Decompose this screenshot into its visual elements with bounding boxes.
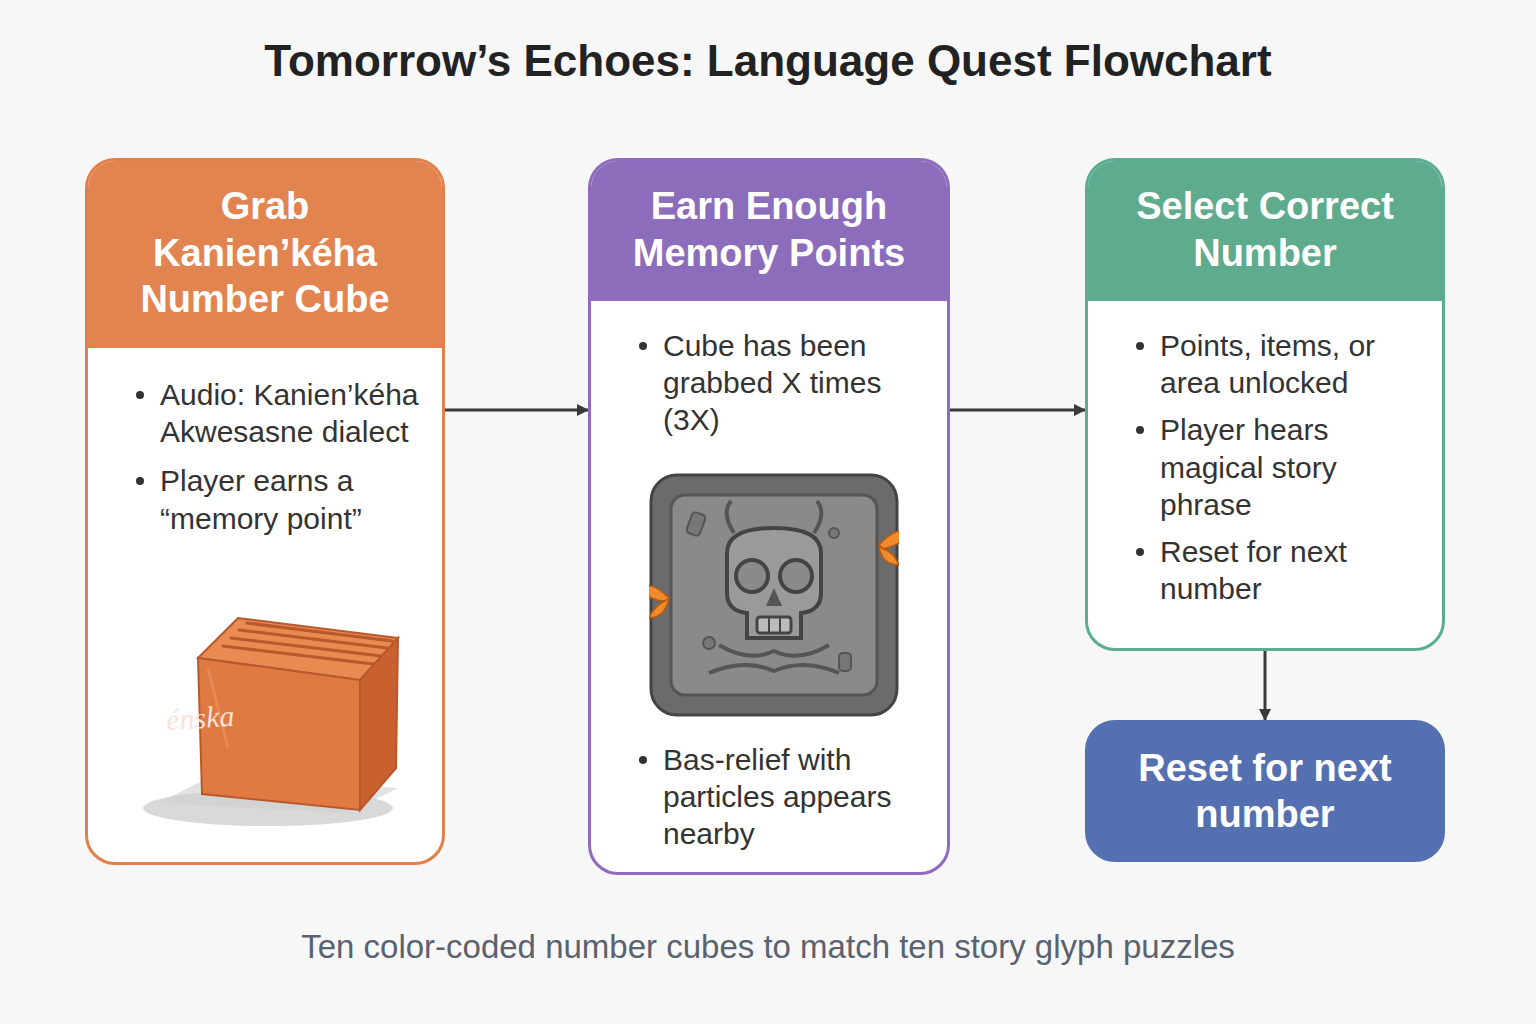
bullet-item: Points, items, or area unlocked	[1088, 327, 1442, 401]
bullet-text: Player earns a “memory point”	[160, 464, 362, 534]
illustration	[649, 473, 899, 722]
flow-arrow	[1264, 651, 1267, 720]
process-box: Grab Kanien’kéha Number CubeAudio: Kanie…	[85, 158, 445, 865]
bullet-dot	[136, 477, 144, 485]
bullet-item: Player hears magical story phrase	[1088, 411, 1442, 523]
bullet-dot	[639, 342, 647, 350]
bullet-item: Audio: Kanien’kéha Akwesasne dialect	[88, 376, 442, 450]
bullet-dot	[1136, 426, 1144, 434]
bullet-item: Reset for next number	[1088, 533, 1442, 607]
diagram-title: Tomorrow’s Echoes: Language Quest Flowch…	[0, 36, 1536, 86]
flow-arrow	[445, 409, 588, 412]
process-box: Earn Enough Memory PointsCube has been g…	[588, 158, 950, 875]
bullet-item: Cube has been grabbed X times (3X)	[591, 327, 947, 439]
bullet-dot	[136, 391, 144, 399]
bullet-text: Audio: Kanien’kéha Akwesasne dialect	[160, 378, 419, 448]
box-heading: Earn Enough Memory Points	[591, 161, 947, 301]
terminal-box: Reset for next number	[1085, 720, 1445, 862]
cube-label: énska	[165, 699, 236, 738]
heading-text: Select Correct Number	[1112, 183, 1418, 276]
heading-text: Earn Enough Memory Points	[615, 183, 923, 276]
bullet-text: Bas-relief with particles appears nearby	[663, 743, 891, 850]
box-body: Audio: Kanien’kéha Akwesasne dialectPlay…	[88, 376, 442, 537]
bullet-text: Cube has been grabbed X times (3X)	[663, 329, 881, 436]
bullet-dot	[1136, 342, 1144, 350]
process-box: Select Correct NumberPoints, items, or a…	[1085, 158, 1445, 651]
diagram-caption: Ten color-coded number cubes to match te…	[0, 928, 1536, 966]
bullet-text: Player hears magical story phrase	[1160, 413, 1337, 520]
box-body: Points, items, or area unlockedPlayer he…	[1088, 327, 1442, 607]
bullet-dot	[639, 756, 647, 764]
box-label: Reset for next number	[1088, 723, 1442, 859]
bullet-dot	[1136, 548, 1144, 556]
bullet-text: Reset for next number	[1160, 535, 1347, 605]
bullet-item: Bas-relief with particles appears nearby	[591, 741, 947, 853]
bullet-item: Player earns a “memory point”	[88, 462, 442, 536]
bullet-text: Points, items, or area unlocked	[1160, 329, 1375, 399]
box-body: Cube has been grabbed X times (3X) Bas-re…	[591, 327, 947, 852]
box-heading: Select Correct Number	[1088, 161, 1442, 301]
flow-arrow	[950, 409, 1085, 412]
box-heading: Grab Kanien’kéha Number Cube	[88, 161, 442, 348]
heading-text: Grab Kanien’kéha Number Cube	[112, 183, 418, 322]
